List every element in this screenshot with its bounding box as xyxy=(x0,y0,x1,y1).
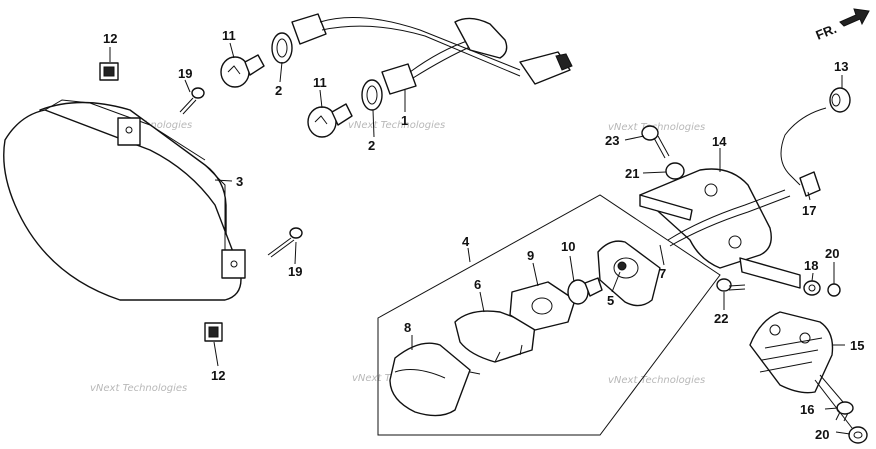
nut-upper xyxy=(827,283,841,297)
callout-14: 14 xyxy=(712,134,727,149)
callout-16: 16 xyxy=(800,402,814,417)
arrow-icon xyxy=(839,8,870,27)
callout-2-upper: 2 xyxy=(275,83,282,98)
socket-seal-upper xyxy=(271,32,293,64)
callout-4: 4 xyxy=(462,234,470,249)
gasket xyxy=(509,281,576,331)
screw-lower xyxy=(267,227,303,258)
watermark: vNext Technologies xyxy=(608,375,705,386)
screw-upper xyxy=(179,87,205,115)
callout-8: 8 xyxy=(404,320,411,335)
callout-20-upper: 20 xyxy=(825,246,839,261)
callout-22: 22 xyxy=(714,311,728,326)
callout-7: 7 xyxy=(659,266,666,281)
callout-11-lower: 11 xyxy=(313,75,327,90)
callout-17: 17 xyxy=(802,203,816,218)
lamp-case xyxy=(454,310,536,363)
nut-lower xyxy=(848,426,868,444)
reflector-bolt xyxy=(835,401,854,422)
watermark: vNext Technologies xyxy=(90,383,187,394)
callout-6: 6 xyxy=(474,277,481,292)
clip-nut-lower xyxy=(204,322,223,342)
front-direction-indicator: FR. xyxy=(814,8,870,43)
collar xyxy=(803,280,821,296)
callout-12-upper: 12 xyxy=(103,31,117,46)
callout-19-upper: 19 xyxy=(178,66,192,81)
license-bracket xyxy=(639,168,801,289)
license-light-assembly-outline xyxy=(377,194,721,436)
wire-grommet xyxy=(780,87,851,186)
callout-2-lower: 2 xyxy=(368,138,375,153)
socket-seal-lower xyxy=(361,79,383,111)
license-bulb xyxy=(567,277,603,305)
rear-reflector xyxy=(749,311,834,394)
callout-12-lower: 12 xyxy=(211,368,225,383)
bracket-bolt-upper xyxy=(641,125,670,159)
taillight-housing xyxy=(3,99,246,301)
bracket-bolt-lower xyxy=(716,278,746,292)
rubber-cap xyxy=(799,171,821,197)
callout-11-upper: 11 xyxy=(222,28,236,43)
socket-harness xyxy=(291,13,573,95)
callout-18: 18 xyxy=(804,258,818,273)
callout-labels: 12 11 2 11 2 1 19 3 19 12 4 8 6 9 10 5 7… xyxy=(103,28,864,442)
direction-label: FR. xyxy=(814,21,839,43)
watermark: vNext Technologies xyxy=(348,120,445,131)
callout-9: 9 xyxy=(527,248,534,263)
callout-15: 15 xyxy=(850,338,864,353)
license-lens-cover xyxy=(389,342,481,417)
callout-5: 5 xyxy=(607,293,614,308)
callout-23: 23 xyxy=(605,133,619,148)
callout-13: 13 xyxy=(834,59,848,74)
callout-21: 21 xyxy=(625,166,639,181)
clip-nut-upper xyxy=(99,62,119,81)
washer xyxy=(665,162,685,180)
callout-1: 1 xyxy=(401,113,408,128)
callout-3: 3 xyxy=(236,174,243,189)
leader-lines xyxy=(109,42,853,435)
bulb-middle xyxy=(307,103,353,138)
bulb-upper xyxy=(220,54,265,88)
callout-10: 10 xyxy=(561,239,575,254)
watermark: vNext Technologies xyxy=(608,122,705,133)
callout-20-lower: 20 xyxy=(815,427,829,442)
callout-19-lower: 19 xyxy=(288,264,302,279)
